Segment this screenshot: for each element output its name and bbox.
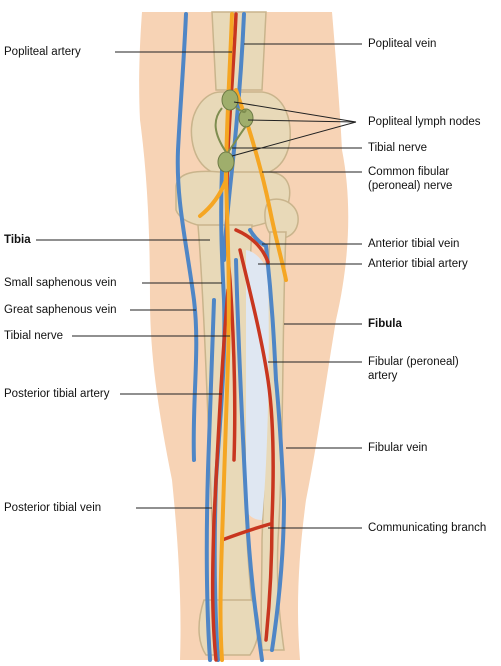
label-posterior-tibial-artery: Posterior tibial artery: [4, 388, 110, 400]
tibial-nerve-path: [218, 12, 234, 662]
popliteal-lymph-nodes-group: [214, 89, 254, 173]
label-great-saphenous-vein: Great saphenous vein: [4, 304, 117, 316]
anterior-tibial-artery-path: [234, 228, 270, 264]
lymph-vessel: [214, 107, 247, 153]
label-common-fibular-nerve: Common fibular (peroneal) nerve: [368, 166, 453, 192]
label-communicating-branch: Communicating branch: [368, 522, 487, 534]
label-fibular-artery: Fibular (peroneal) artery: [368, 356, 459, 382]
posterior-tibial-vein-path-2: [234, 258, 264, 662]
interosseous-membrane: [246, 250, 269, 520]
label-fibular-vein: Fibular vein: [368, 442, 428, 454]
posterior-tibial-vein-path: [204, 298, 216, 662]
femur: [211, 11, 267, 91]
label-popliteal-lymph-nodes: Popliteal lymph nodes: [368, 116, 481, 128]
anterior-tibial-vein-path: [248, 228, 287, 652]
label-popliteal-vein: Popliteal vein: [368, 38, 437, 50]
great-saphenous-vein-path: [175, 12, 199, 462]
label-small-saphenous-vein: Small saphenous vein: [4, 277, 117, 289]
communicating-branch-path: [220, 522, 272, 542]
posterior-tibial-artery-path: [210, 288, 230, 662]
label-tibial-nerve-upper: Tibial nerve: [368, 142, 428, 154]
lymph-node: [217, 151, 235, 173]
label-fibula: Fibula: [368, 318, 402, 330]
label-anterior-tibial-vein: Anterior tibial vein: [368, 238, 460, 250]
label-anterior-tibial-artery: Anterior tibial artery: [368, 258, 468, 270]
leader-lines: [36, 43, 362, 529]
label-popliteal-artery: Popliteal artery: [4, 46, 81, 58]
lymph-node: [221, 89, 239, 111]
label-tibia: Tibia: [4, 234, 31, 246]
label-posterior-tibial-vein: Posterior tibial vein: [4, 502, 102, 514]
label-tibial-nerve-lower: Tibial nerve: [4, 330, 64, 342]
nerve-branch: [198, 178, 228, 218]
fibular-artery-path: [238, 248, 275, 642]
